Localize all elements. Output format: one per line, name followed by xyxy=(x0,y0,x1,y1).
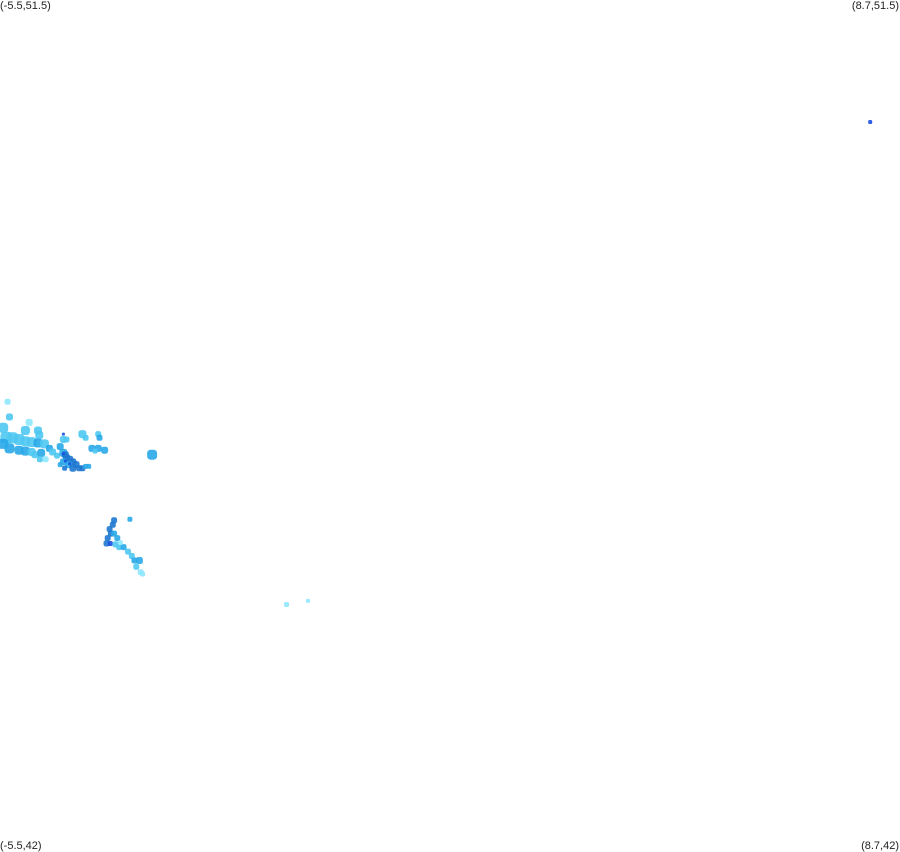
map-point-20 xyxy=(37,448,46,457)
map-point-0 xyxy=(4,398,11,405)
map-point-47 xyxy=(61,432,65,436)
map-point-42 xyxy=(57,462,63,468)
map-point-78 xyxy=(284,602,289,607)
map-point-3 xyxy=(20,426,30,435)
map-point-62 xyxy=(104,535,111,542)
map-point-79 xyxy=(306,598,310,603)
map-point-43 xyxy=(62,465,68,471)
map-point-44 xyxy=(61,452,65,456)
map-point-19 xyxy=(31,451,39,459)
map-point-77 xyxy=(140,571,146,577)
map-point-69 xyxy=(120,544,127,551)
map-point-64 xyxy=(107,541,113,546)
map-point-15 xyxy=(4,443,15,454)
map-point-25 xyxy=(42,456,49,463)
map-point-49 xyxy=(82,434,89,441)
map-point-41 xyxy=(86,463,92,469)
map-point-51 xyxy=(96,434,103,441)
corner-label-top-right: (8.7,51.5) xyxy=(851,0,899,12)
map-point-24 xyxy=(36,456,43,463)
map-point-75 xyxy=(133,563,140,570)
map-point-66 xyxy=(114,535,121,542)
map-point-17 xyxy=(20,446,30,456)
corner-label-top-left: (-5.5,51.5) xyxy=(0,0,51,12)
map-point-55 xyxy=(101,446,109,454)
map-point-80 xyxy=(868,120,873,124)
map-point-45 xyxy=(63,459,67,463)
map-point-59 xyxy=(109,521,116,528)
map-point-2 xyxy=(25,418,33,426)
corner-label-bottom-left: (-5.5,42) xyxy=(0,840,42,852)
map-point-56 xyxy=(147,449,158,460)
map-point-28 xyxy=(56,443,64,451)
corner-label-bottom-right: (8.7,42) xyxy=(861,840,899,852)
map-point-46 xyxy=(68,462,72,466)
points-layer xyxy=(0,120,873,607)
map-point-1 xyxy=(6,413,13,421)
map-point-27 xyxy=(63,436,70,443)
map-point-5 xyxy=(35,431,44,439)
map-point-6 xyxy=(0,422,9,433)
map-point-73 xyxy=(131,557,138,564)
map-point-72 xyxy=(128,553,135,559)
map-point-54 xyxy=(92,448,98,454)
map-point-23 xyxy=(54,452,60,459)
map-point-74 xyxy=(135,557,143,564)
map-point-71 xyxy=(125,548,131,555)
map-point-65 xyxy=(111,530,118,537)
map-point-57 xyxy=(127,516,133,522)
map-point-70 xyxy=(117,540,123,546)
map-point-37 xyxy=(69,464,77,472)
